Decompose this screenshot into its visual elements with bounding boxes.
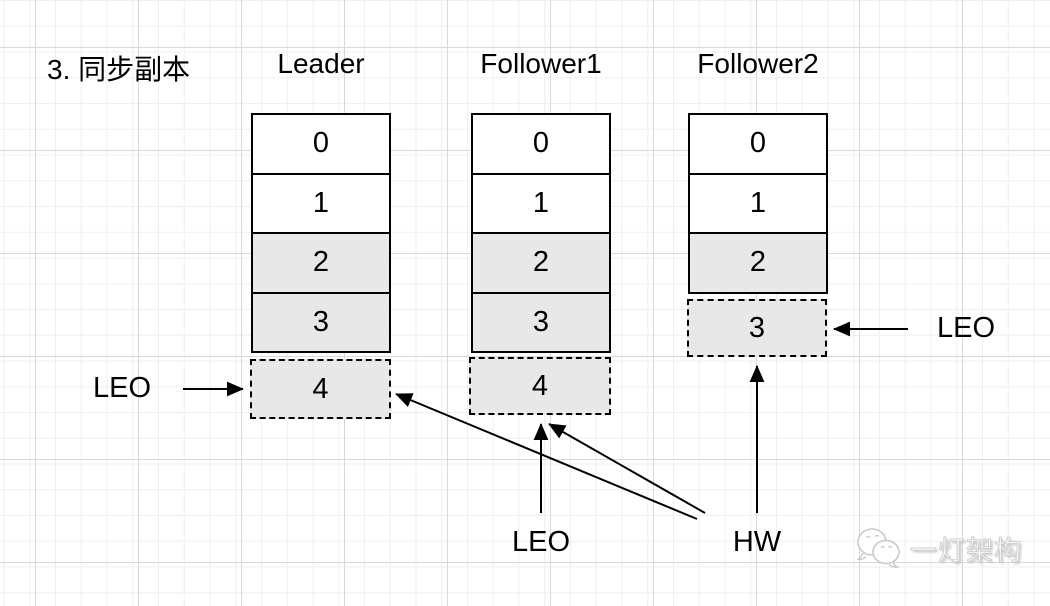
- leo-label-follower1: LEO: [511, 526, 571, 558]
- watermark: 一灯架构: [855, 527, 1022, 569]
- log-entry: 1: [690, 172, 826, 232]
- leo-label-leader: LEO: [92, 372, 152, 404]
- column-header-follower1: Follower1: [480, 48, 602, 79]
- follower2-log-stack: 0 1 2: [688, 113, 828, 294]
- hw-label: HW: [732, 526, 782, 558]
- column-header-leader: Leader: [277, 48, 365, 79]
- log-entry: 0: [253, 115, 389, 173]
- leader-leo-entry: 4: [250, 359, 391, 419]
- follower2-leo-entry: 3: [687, 299, 827, 357]
- log-entry: 3: [473, 291, 609, 351]
- log-entry: 2: [690, 232, 826, 292]
- page-title: 3. 同步副本: [47, 54, 191, 85]
- log-entry: 0: [473, 115, 609, 173]
- leader-log-stack: 0 1 2 3: [251, 113, 391, 353]
- log-entry: 0: [690, 115, 826, 173]
- log-entry: 2: [253, 232, 389, 292]
- wechat-bubbles-icon: [857, 528, 901, 568]
- follower1-leo-entry: 4: [469, 357, 611, 415]
- follower1-log-stack: 0 1 2 3: [471, 113, 611, 353]
- log-entry: 2: [473, 232, 609, 292]
- log-entry: 1: [253, 172, 389, 232]
- hw-to-follower1-arrow: [548, 423, 706, 514]
- column-header-follower2: Follower2: [697, 48, 819, 79]
- leo-label-follower2: LEO: [936, 312, 996, 344]
- log-entry: 1: [473, 172, 609, 232]
- watermark-text: 一灯架构: [910, 535, 1022, 566]
- log-entry: 3: [253, 291, 389, 351]
